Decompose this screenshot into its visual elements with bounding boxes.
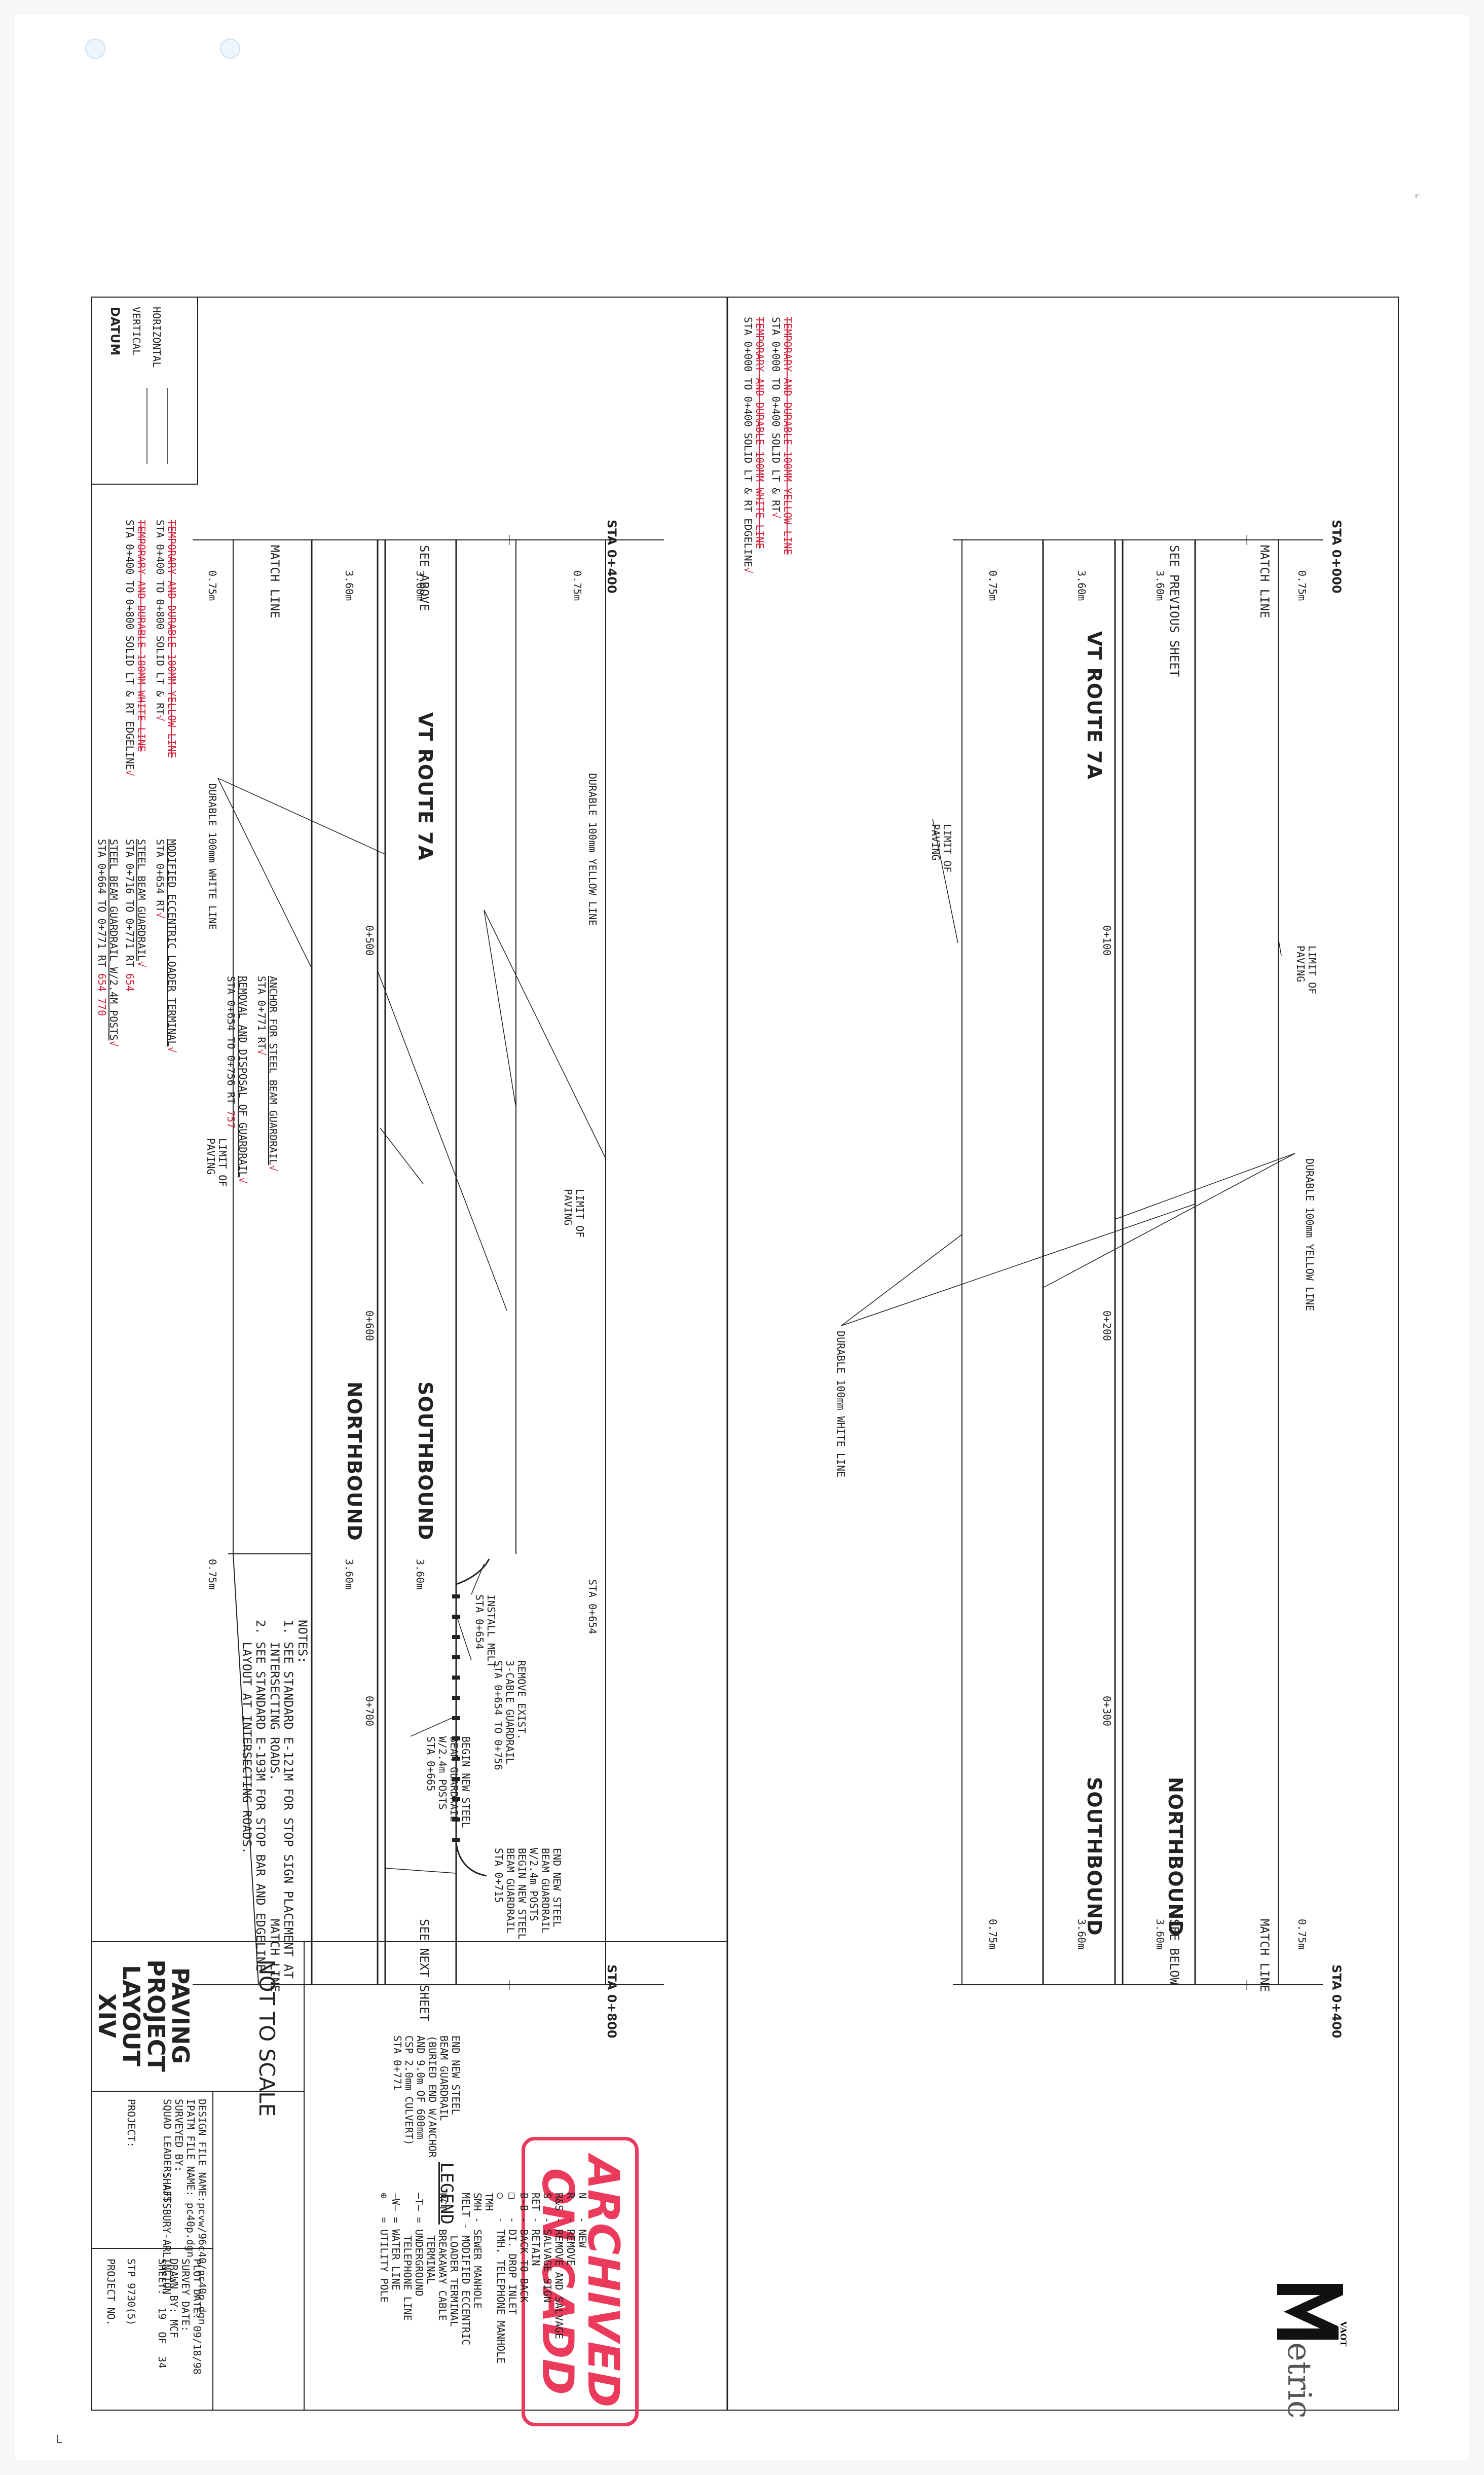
binder-hole — [220, 39, 240, 59]
bottom-sta-start: STA 0+400 — [605, 520, 619, 594]
bottom-road-name: VT ROUTE 7A — [414, 712, 436, 861]
dim-label: 0.75m — [1296, 1919, 1308, 1950]
dim-label: 3.60m — [1075, 570, 1088, 601]
top-northbound: NORTHBOUND — [1164, 1777, 1186, 1937]
not-to-scale: NOT TO SCALE — [254, 1959, 279, 2117]
binder-hole — [85, 39, 105, 59]
legend-item: TMH — [483, 2193, 495, 2211]
legend-item: N - NEW — [576, 2193, 588, 2248]
end-anchor-note: END NEW STEEL BEAM GUARDRAIL (BURIED END… — [391, 2035, 462, 2158]
plan-sheet — [15, 15, 1469, 2460]
note-guardrail-posts: STEEL BEAM GUARDRAIL W/2.4M POSTS√STA 0+… — [96, 839, 120, 1047]
top-sta-start: STA 0+000 — [1329, 520, 1344, 594]
crop-mark: ⌜ — [1414, 193, 1421, 205]
project-label: PROJECT: — [125, 2099, 137, 2148]
plan-drawing: STA 0+000 STA 0+400 MATCH LINE SEE PREVI… — [91, 297, 1399, 2426]
legend-item: ○ - TMH. TELEPHONE MANHOLE — [495, 2193, 507, 2364]
station-label: 0+200 — [1101, 1311, 1113, 1341]
project-title: PAVING PROJECT LAYOUT XIV — [93, 1959, 194, 2072]
dim-label: 0.75m — [987, 570, 999, 601]
station-label: 0+600 — [363, 1311, 376, 1341]
begin-new-note: BEGIN NEW STEEL BEAM GUARDRAIL W/2.4m PO… — [425, 1736, 472, 1828]
legend-item: ⊕ = UTILITY POLE — [378, 2193, 390, 2303]
yellow-line-label: DURABLE 100mm YELLOW LINE — [1304, 1158, 1316, 1312]
dim-label: 3.60m — [343, 1559, 355, 1590]
crop-mark: L — [56, 2433, 63, 2446]
legend-item: LOADER TERMINAL — [448, 2193, 460, 2327]
dim-label: 0.75m — [571, 570, 583, 601]
project-no-label: PROJECT NO. — [105, 2259, 117, 2326]
project-no: STP 9730(5) — [125, 2259, 137, 2326]
legend-item: —T— = UNDERGROUND — [413, 2193, 425, 2297]
logo-badge: VAOT — [1339, 2319, 1348, 2349]
datum-horizontal: HORIZONTAL — [151, 307, 163, 368]
station-label: 0+100 — [1101, 925, 1113, 956]
dim-label: 0.75m — [206, 570, 218, 601]
top-sta-end: STA 0+400 — [1329, 1964, 1344, 2039]
white-line-label: DURABLE 100mm WHITE LINE — [835, 1331, 847, 1477]
legend-item: RET - RETAIN — [530, 2193, 542, 2266]
bottom-northbound: NORTHBOUND — [343, 1381, 365, 1541]
limit-of-paving: LIMIT OF PAVING — [930, 824, 953, 873]
legend-item: BCT - BREAKAWAY CABLE — [436, 2193, 449, 2321]
legend-item: R - REMOVE — [565, 2193, 577, 2266]
white-line-label: DURABLE 100mm WHITE LINE — [206, 783, 218, 930]
bottom-sta-end: STA 0+800 — [605, 1964, 619, 2039]
note-guardrail: STEEL BEAM GUARDRAIL√STA 0+716 TO 0+771 … — [124, 839, 147, 992]
remove-exist-note: REMOVE EXIST. 3-CABLE GUARDRAIL STA 0+65… — [492, 1660, 528, 1770]
logo-text: etric — [1280, 2342, 1318, 2419]
station-label: 0+300 — [1101, 1696, 1113, 1727]
end-new-note: END NEW STEEL BEAM GUARDRAIL W/2.4m POST… — [493, 1848, 563, 1940]
install-melt-note: INSTALL MELT STA 0+654 — [473, 1594, 497, 1668]
top-match-left: MATCH LINE — [1257, 545, 1272, 618]
bottom-southbound: SOUTHBOUND — [414, 1381, 436, 1541]
vtrans-metric-logo: VAOT etric — [1257, 2284, 1348, 2419]
dim-label: 0.75m — [987, 1919, 999, 1950]
yellow-line-label: DURABLE 100mm YELLOW LINE — [586, 773, 599, 926]
legend-item: TERMINAL — [425, 2193, 437, 2284]
legend-item: TELEPHONE LINE — [401, 2193, 414, 2321]
dim-label: 3.60m — [343, 570, 355, 601]
limit-of-paving: LIMIT OF PAVING — [562, 1189, 586, 1238]
dim-label: 3.60m — [414, 1559, 426, 1590]
note-melt: MODIFIED ECCENTRIC LOADER TERMINAL√STA 0… — [154, 839, 178, 1053]
note-removal: REMOVAL AND DISPOSAL OF GUARDRAIL√STA 0+… — [225, 976, 249, 1184]
drawing-linework — [91, 297, 1399, 2411]
station-label: 0+500 — [363, 925, 376, 956]
station-label: 0+700 — [363, 1696, 376, 1727]
top-match-right: MATCH LINE — [1257, 1919, 1272, 1992]
legend-item: B-B - BACK TO BACK — [518, 2193, 530, 2303]
bottom-see-right: SEE NEXT SHEET — [417, 1919, 431, 2022]
dim-label: 0.75m — [1296, 570, 1308, 601]
notes-block: NOTES:1. SEE STANDARD E-121M FOR STOP SI… — [239, 1620, 310, 1979]
bottom-road — [193, 535, 664, 1990]
top-see-left: SEE PREVIOUS SHEET — [1167, 545, 1181, 677]
dim-label: 0.75m — [206, 1559, 218, 1590]
dim-label: 3.60m — [1154, 570, 1166, 601]
legend-item: R&S - REMOVE AND SALVAGE — [553, 2193, 565, 2339]
top-southbound: SOUTHBOUND — [1083, 1777, 1105, 1936]
bottom-match-left: MATCH LINE — [268, 545, 282, 618]
legend-item: S - SALVAGE SIGN — [541, 2193, 553, 2303]
legend-item: —W— = WATER LINE — [390, 2193, 402, 2290]
legend-item: □ - DI. DROP INLET — [506, 2193, 518, 2315]
legend-item: MELT - MODIFIED ECCENTRIC — [460, 2193, 472, 2346]
dim-label: 3.60m — [414, 570, 426, 601]
top-road — [841, 535, 1323, 1990]
limit-of-paving: LIMIT OF PAVING — [1294, 945, 1318, 995]
datum-label: DATUM — [108, 307, 122, 356]
top-road-name: VT ROUTE 7A — [1083, 631, 1105, 780]
logo-m-icon — [1277, 2284, 1343, 2340]
note-anchor: ANCHOR FOR STEEL BEAM GUARDRAIL√STA 0+77… — [255, 976, 279, 1172]
legend-item: SMH - SEWER MANHOLE — [471, 2193, 484, 2309]
datum-vertical: VERTICAL — [130, 307, 142, 356]
bottom-sta-mid: STA 0+654 — [586, 1579, 599, 1634]
